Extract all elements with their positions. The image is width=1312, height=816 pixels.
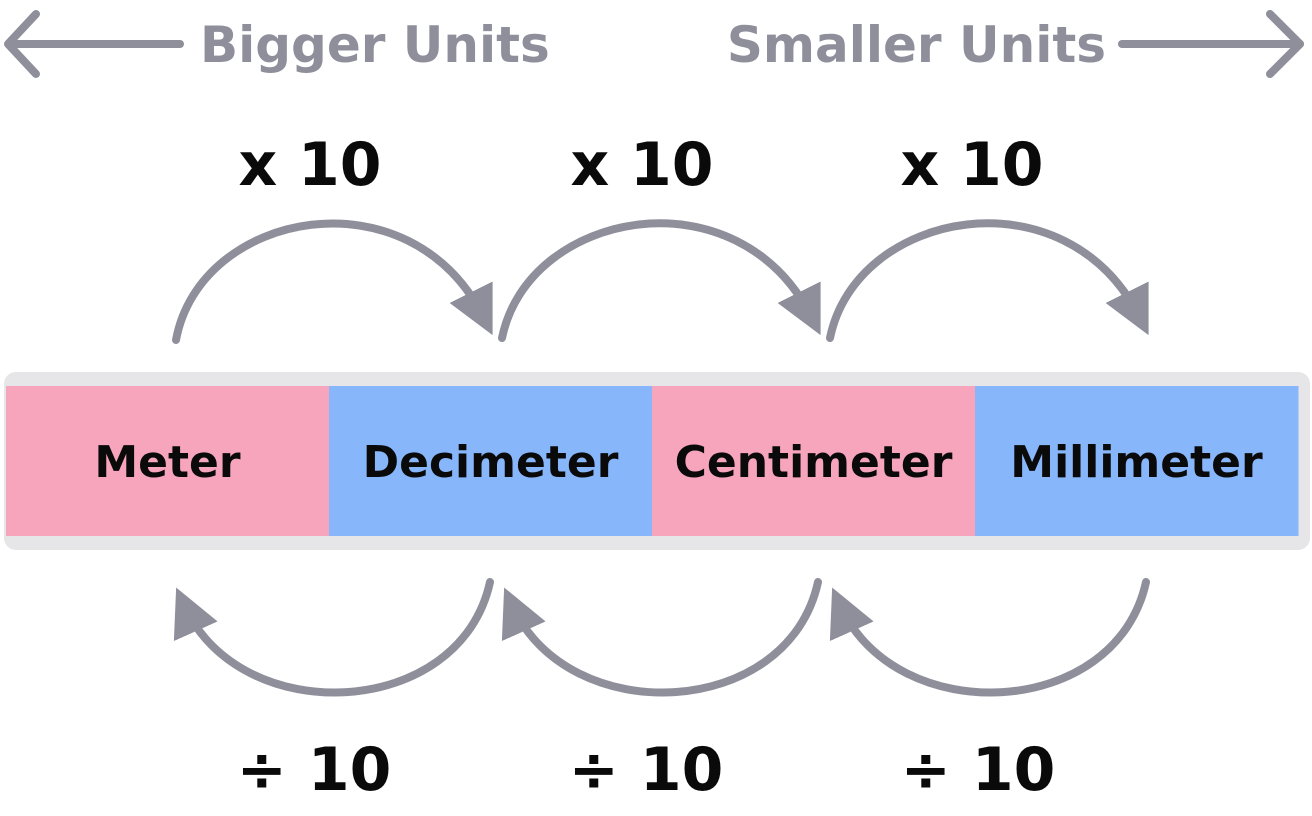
- divide-labels: ÷ 10 ÷ 10 ÷ 10: [237, 735, 1056, 805]
- divide-arcs: [173, 578, 1150, 697]
- unit-label-decimeter: Decimeter: [363, 437, 619, 488]
- divide-label-2: ÷ 10: [569, 735, 724, 805]
- direction-header: Bigger Units Smaller Units: [4, 10, 1304, 78]
- multiply-label-1: x 10: [238, 130, 381, 200]
- multiply-arcs: [172, 219, 1149, 344]
- multiply-arc-1-icon: [172, 219, 493, 344]
- divide-label-3: ÷ 10: [901, 735, 1056, 805]
- multiply-label-2: x 10: [570, 130, 713, 200]
- multiply-labels: x 10 x 10 x 10: [238, 130, 1043, 200]
- unit-bar: Meter Decimeter Centimeter Millimeter: [4, 372, 1310, 550]
- unit-label-millimeter: Millimeter: [1010, 437, 1263, 488]
- unit-cell-centimeter: [652, 386, 976, 536]
- unit-cell-millimeter: [975, 386, 1299, 536]
- unit-label-meter: Meter: [94, 437, 241, 488]
- divide-label-1: ÷ 10: [237, 735, 392, 805]
- unit-label-centimeter: Centimeter: [675, 437, 953, 488]
- smaller-units-label: Smaller Units: [727, 16, 1106, 74]
- divide-arc-1-icon: [173, 578, 494, 697]
- multiply-arc-2-icon: [498, 219, 821, 342]
- divide-arc-3-icon: [829, 578, 1150, 697]
- right-arrow-icon: [1118, 10, 1304, 78]
- bigger-units-label: Bigger Units: [200, 16, 550, 74]
- multiply-arc-3-icon: [826, 219, 1149, 342]
- unit-cell-meter: [6, 386, 330, 536]
- left-arrow-icon: [4, 10, 184, 78]
- multiply-label-3: x 10: [900, 130, 1043, 200]
- divide-arc-2-icon: [501, 578, 822, 697]
- unit-cell-decimeter: [329, 386, 653, 536]
